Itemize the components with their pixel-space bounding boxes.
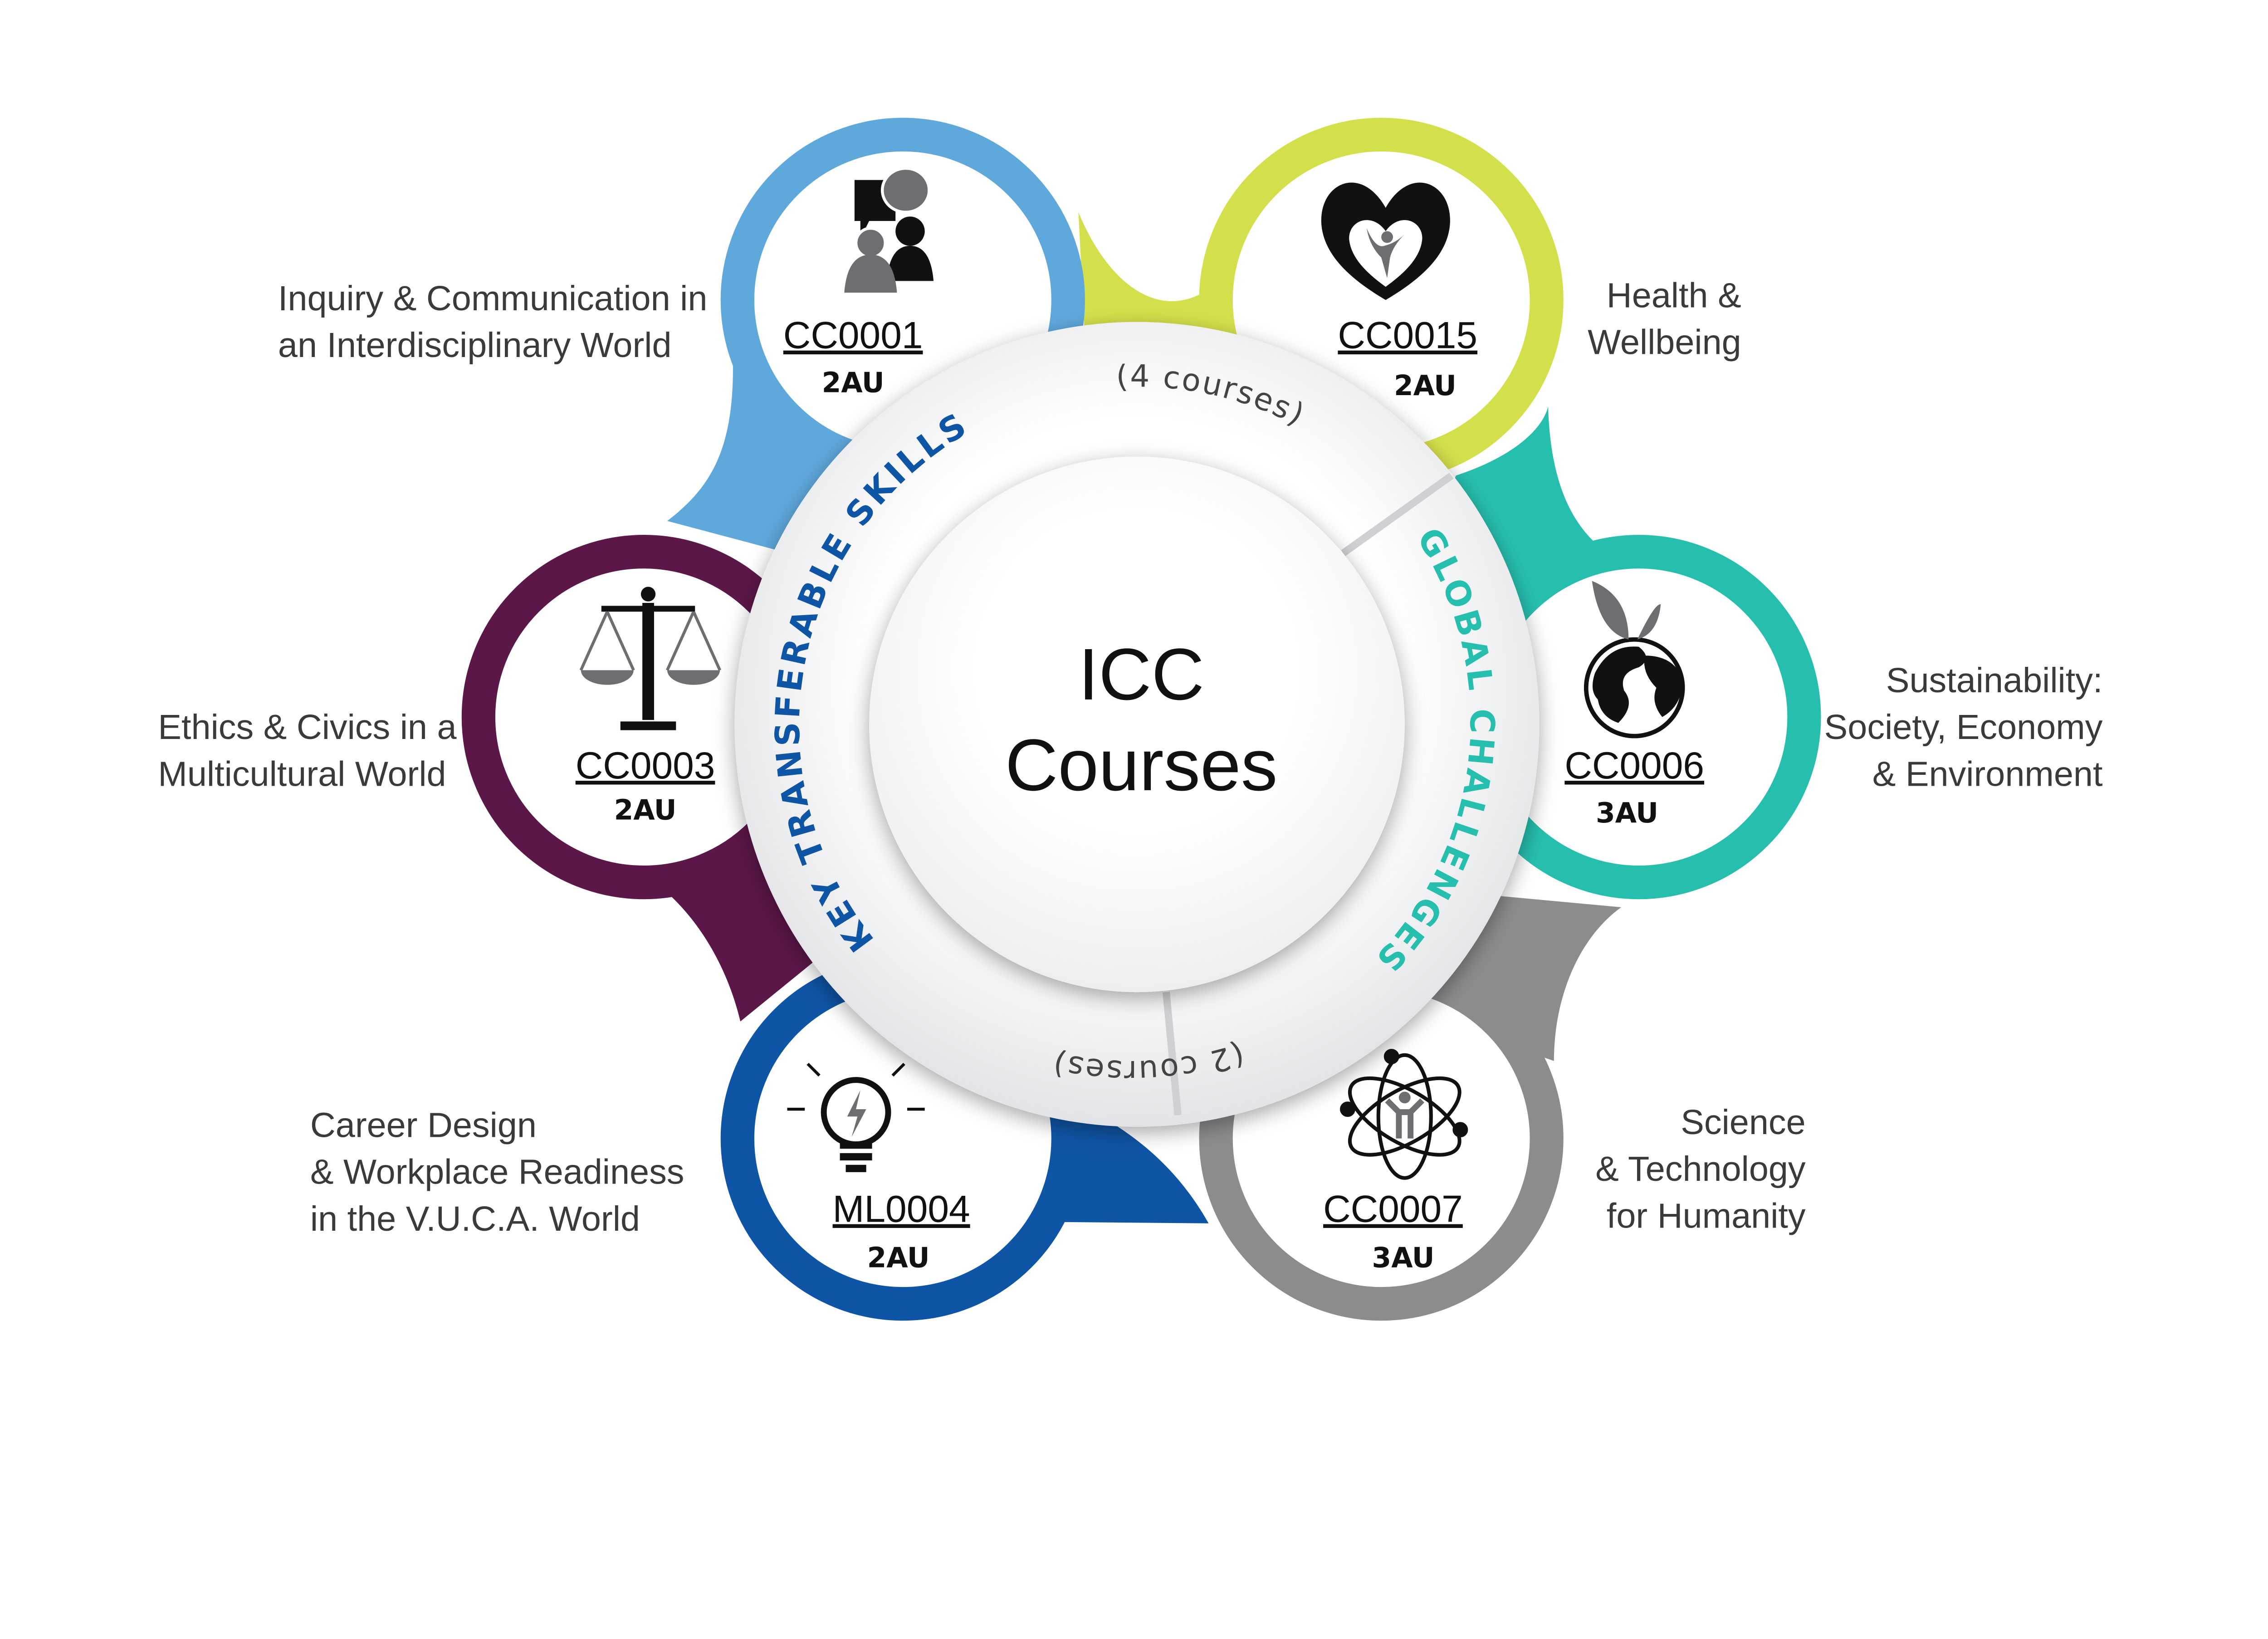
desc-line: Career Design bbox=[310, 1106, 537, 1145]
course-code-cc0001[interactable]: CC0001 bbox=[783, 314, 923, 357]
lightbulb-icon bbox=[787, 1062, 925, 1172]
desc-line: Sustainability: bbox=[1886, 661, 2103, 700]
course-au-cc0001: 2AU bbox=[822, 367, 885, 399]
desc-line: Wellbeing bbox=[1588, 323, 1741, 362]
heart-person-icon bbox=[1321, 182, 1450, 300]
scales-of-justice-icon bbox=[579, 587, 722, 730]
desc-line: Ethics & Civics in a bbox=[158, 708, 457, 747]
desc-science: Science & Technology for Humanity bbox=[1595, 1103, 1806, 1235]
discussion-people-icon bbox=[844, 166, 934, 293]
desc-line: Science bbox=[1681, 1103, 1805, 1142]
course-code-cc0015[interactable]: CC0015 bbox=[1338, 314, 1477, 357]
desc-line: in the V.U.C.A. World bbox=[310, 1199, 640, 1238]
course-code-ml0004[interactable]: ML0004 bbox=[833, 1188, 970, 1230]
desc-career: Career Design & Workplace Readiness in t… bbox=[310, 1106, 684, 1238]
desc-line: Health & bbox=[1607, 276, 1741, 315]
desc-line: for Humanity bbox=[1607, 1196, 1806, 1235]
course-code-cc0003[interactable]: CC0003 bbox=[576, 744, 715, 787]
desc-line: Multicultural World bbox=[158, 754, 446, 793]
desc-line: & Workplace Readiness bbox=[310, 1153, 684, 1192]
course-au-cc0006: 3AU bbox=[1596, 797, 1658, 829]
ring-divider bbox=[1162, 992, 1182, 1115]
desc-line: Inquiry & Communication in bbox=[278, 279, 708, 318]
desc-ethics: Ethics & Civics in a Multicultural World bbox=[158, 708, 457, 793]
course-au-cc0007: 3AU bbox=[1372, 1242, 1435, 1274]
desc-health: Health & Wellbeing bbox=[1588, 276, 1741, 362]
center-title-line1: ICC bbox=[1078, 634, 1204, 715]
course-au-ml0004: 2AU bbox=[867, 1242, 930, 1274]
desc-line: Society, Economy bbox=[1824, 708, 2103, 747]
desc-sustainability: Sustainability: Society, Economy & Envir… bbox=[1824, 661, 2103, 793]
atom-person-icon bbox=[1340, 1049, 1468, 1180]
course-au-cc0003: 2AU bbox=[614, 794, 677, 826]
icc-courses-diagram: ICC Courses KEY TRANSFERABLE SKILLS (4 c… bbox=[158, 117, 2103, 1321]
desc-line: an Interdisciplinary World bbox=[278, 326, 672, 365]
center-title-line2: Courses bbox=[1005, 724, 1278, 806]
center-disk: ICC Courses bbox=[734, 322, 1540, 1127]
course-code-cc0006[interactable]: CC0006 bbox=[1564, 744, 1704, 787]
course-code-cc0007[interactable]: CC0007 bbox=[1323, 1188, 1463, 1230]
desc-line: & Environment bbox=[1872, 754, 2103, 793]
desc-inquiry: Inquiry & Communication in an Interdisci… bbox=[278, 279, 708, 365]
ring-divider bbox=[1341, 472, 1454, 556]
globe-plant-icon bbox=[1584, 581, 1685, 739]
course-au-cc0015: 2AU bbox=[1394, 370, 1457, 402]
desc-line: & Technology bbox=[1595, 1150, 1806, 1189]
